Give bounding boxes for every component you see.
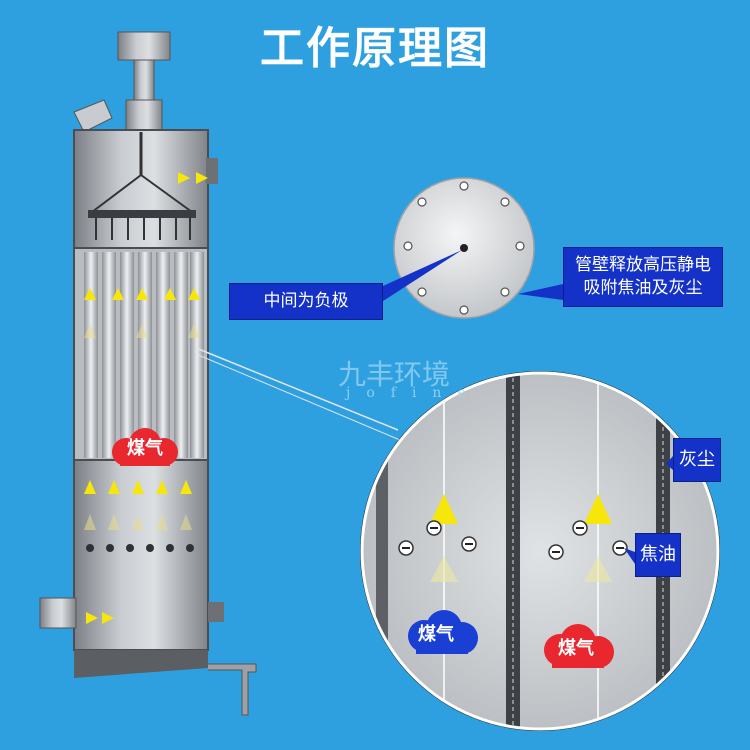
center-electrode xyxy=(460,244,468,252)
page-title: 工作原理图 xyxy=(0,12,750,76)
callout-wall-positive: 管壁释放高压静电吸附焦油及灰尘 xyxy=(563,247,723,307)
pointer-wall xyxy=(518,284,563,300)
callout-dust: 灰尘 xyxy=(673,438,721,482)
drain-pipe xyxy=(208,664,256,715)
cross-section-disk xyxy=(394,178,534,318)
callout-tar: 焦油 xyxy=(635,533,681,577)
gas-label-zoom-right: 煤气 xyxy=(546,634,606,666)
gas-label-zoom-left: 煤气 xyxy=(406,620,466,652)
gas-inlet xyxy=(40,598,76,628)
precipitator-tower xyxy=(40,32,256,715)
precipitation-tubes xyxy=(84,252,204,458)
insulator-box xyxy=(126,100,162,130)
drain-valve xyxy=(208,602,224,622)
callout-negative-pole: 中间为负极 xyxy=(229,283,383,320)
watermark-sub: jofine xyxy=(346,385,482,401)
hanger-bar xyxy=(88,210,196,218)
side-port xyxy=(206,158,218,184)
inlet-pipe xyxy=(74,100,112,132)
gas-label-left: 煤气 xyxy=(112,434,178,466)
cone-bottom xyxy=(74,650,208,678)
